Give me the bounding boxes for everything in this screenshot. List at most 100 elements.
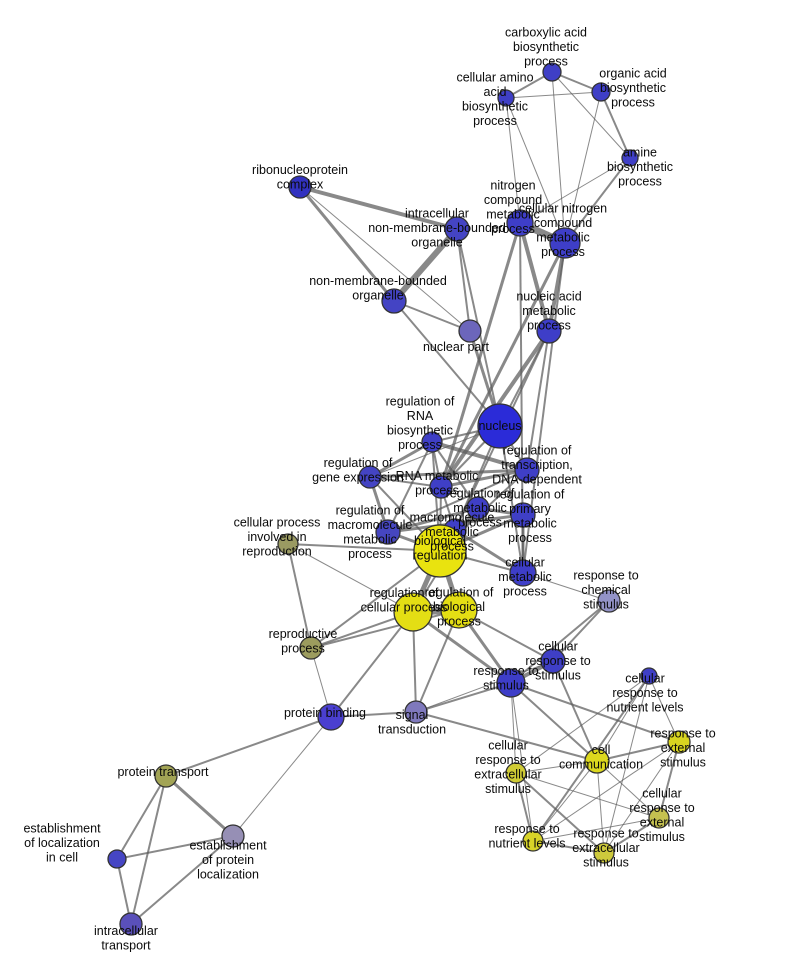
graph-node-cpir[interactable] xyxy=(277,533,299,555)
graph-edge xyxy=(596,675,650,762)
graph-node-rcp[interactable] xyxy=(393,592,433,632)
graph-edge xyxy=(330,711,417,718)
graph-node-crs[interactable] xyxy=(540,648,566,674)
graph-node-rnp[interactable] xyxy=(288,175,312,199)
graph-edge xyxy=(518,222,551,332)
graph-edge xyxy=(439,222,522,488)
graph-node-rbp[interactable] xyxy=(440,591,478,629)
graph-node-nam[interactable] xyxy=(536,318,562,344)
graph-node-crnl[interactable] xyxy=(640,667,658,685)
graph-node-rcs[interactable] xyxy=(597,589,621,613)
graph-node-rrb[interactable] xyxy=(421,431,443,453)
graph-node-it[interactable] xyxy=(119,912,143,936)
graph-edge xyxy=(387,441,433,533)
graph-edge xyxy=(164,774,235,838)
graph-node-cres[interactable] xyxy=(505,762,527,784)
graph-edge xyxy=(603,675,650,854)
graph-edge xyxy=(116,835,234,860)
graph-edge xyxy=(532,817,660,842)
graph-node-pt[interactable] xyxy=(154,764,178,788)
graph-node-rpm[interactable] xyxy=(510,502,536,528)
graph-edge xyxy=(551,71,631,159)
graph-node-rp[interactable] xyxy=(299,636,323,660)
graph-node-cc[interactable] xyxy=(584,748,610,774)
graph-edge xyxy=(515,760,598,774)
node-label-nucleus: nucleus xyxy=(478,419,521,433)
graph-edge xyxy=(116,775,167,860)
graph-edge xyxy=(298,186,396,302)
graph-edge xyxy=(499,425,524,574)
graph-edge xyxy=(369,468,528,479)
graph-edge xyxy=(415,711,598,762)
graph-node-npart[interactable] xyxy=(458,319,482,343)
graph-node-rmp[interactable] xyxy=(466,496,490,520)
graph-node-amb[interactable] xyxy=(621,149,639,167)
graph-node-bigreg[interactable] xyxy=(413,524,467,578)
graph-edge xyxy=(232,716,332,837)
graph-node-nmo[interactable] xyxy=(381,288,407,314)
graph-edge xyxy=(564,157,631,244)
graph-edge xyxy=(515,675,650,774)
graph-node-rt[interactable] xyxy=(514,457,540,483)
graph-edge xyxy=(596,760,660,819)
graph-node-rnl[interactable] xyxy=(522,830,544,852)
graph-edge xyxy=(658,741,680,819)
graph-edge xyxy=(369,440,433,479)
graph-node-cmp[interactable] xyxy=(509,559,537,587)
graph-node-rs[interactable] xyxy=(496,668,526,698)
graph-node-rnam[interactable] xyxy=(429,475,453,499)
graph-node-crext[interactable] xyxy=(648,807,670,829)
graph-edge xyxy=(412,610,512,685)
graph-node-cab[interactable] xyxy=(542,62,562,82)
graph-edge xyxy=(596,741,680,762)
graph-node-nucleus[interactable] xyxy=(477,403,523,449)
graph-edge xyxy=(165,716,332,777)
graph-node-inm[interactable] xyxy=(444,216,470,242)
graph-edge xyxy=(299,185,458,231)
graph-edge xyxy=(510,682,534,842)
graph-edge xyxy=(130,835,234,925)
graph-node-elc[interactable] xyxy=(107,849,127,869)
graph-node-rmm[interactable] xyxy=(375,519,401,545)
graph-node-st[interactable] xyxy=(404,700,428,724)
graph-edge xyxy=(287,543,312,649)
graph-node-rge[interactable] xyxy=(358,465,382,489)
graph-node-caa[interactable] xyxy=(497,89,515,107)
graph-edge xyxy=(603,817,660,854)
graph-node-epl[interactable] xyxy=(221,824,245,848)
graph-node-res[interactable] xyxy=(667,730,691,754)
graph-edge xyxy=(551,71,566,244)
graph-node-cnc[interactable] xyxy=(549,227,581,259)
graph-node-pb[interactable] xyxy=(317,703,345,731)
graph-edge xyxy=(310,550,441,649)
graph-edge xyxy=(440,468,528,489)
graph-edge xyxy=(648,675,680,743)
graph-edge xyxy=(515,772,605,854)
graph-edge xyxy=(415,660,554,713)
graph-node-oab[interactable] xyxy=(591,82,611,102)
graph-edge xyxy=(596,760,605,854)
graph-node-rext[interactable] xyxy=(593,842,615,864)
graph-node-ncm[interactable] xyxy=(506,209,534,237)
